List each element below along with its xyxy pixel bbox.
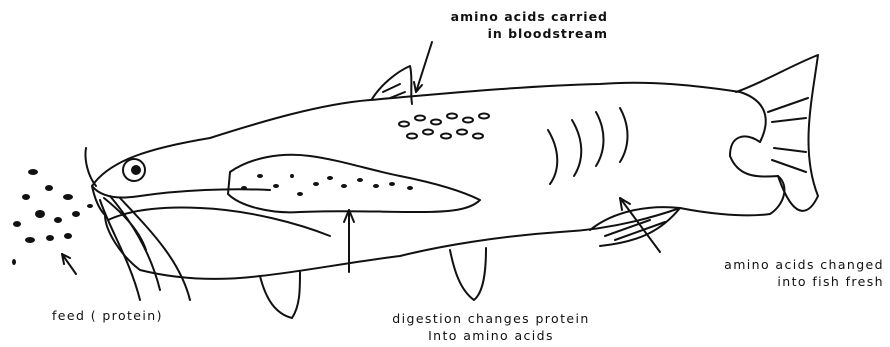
fish-body-outline bbox=[92, 83, 784, 279]
gut-particles bbox=[241, 174, 413, 196]
flesh-arcs bbox=[548, 108, 628, 184]
label-amino-acids-changed: amino acids changed into fish fresh bbox=[626, 256, 884, 290]
feed-pellets bbox=[12, 169, 93, 265]
gut-outline bbox=[228, 155, 480, 213]
lower-fin-left bbox=[260, 272, 300, 318]
label-digestion: digestion changes protein Into amino aci… bbox=[326, 310, 656, 344]
blood-particles bbox=[399, 114, 489, 139]
label-feed: feed ( protein) bbox=[52, 307, 163, 324]
lower-fin-right bbox=[450, 248, 486, 300]
label-amino-acids-carried: amino acids carried in bloodstream bbox=[380, 8, 608, 42]
arrow-bloodstream bbox=[416, 42, 432, 92]
tail-fin bbox=[736, 55, 818, 211]
